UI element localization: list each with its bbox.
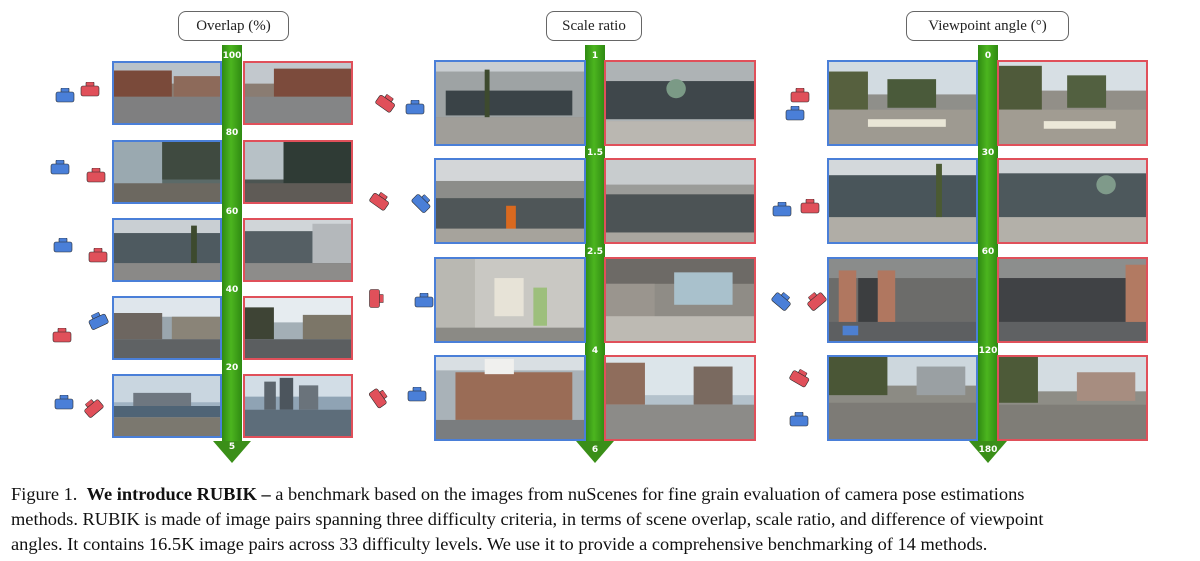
overlap-tick: 5 [228, 442, 236, 452]
caption-line-1-rest: a benchmark based on the images from nuS… [270, 484, 1025, 504]
overlap-arrow [222, 45, 242, 443]
figure-label: Figure 1. [11, 484, 78, 504]
query-image [112, 218, 222, 282]
reference-image [997, 257, 1148, 343]
viewpoint-tick: 30 [981, 148, 995, 158]
camera-red-icon [81, 395, 106, 419]
caption-bold-lead: We introduce RUBIK – [86, 484, 271, 504]
reference-image [604, 257, 756, 343]
reference-image [243, 61, 353, 125]
scale-ratio-title: Scale ratio [546, 11, 642, 41]
query-image [112, 140, 222, 204]
camera-blue-icon [414, 293, 434, 308]
query-image [827, 158, 978, 244]
camera-red-icon [368, 189, 393, 213]
figure-1: Overlap (%) Scale ratio Viewpoint angle … [50, 11, 1148, 463]
camera-red-icon [800, 199, 820, 214]
reference-image [997, 158, 1148, 244]
viewpoint-arrow [978, 45, 998, 443]
query-image [112, 61, 222, 125]
camera-red-icon [804, 288, 829, 312]
camera-red-icon [80, 82, 100, 97]
camera-blue-icon [407, 387, 427, 402]
viewpoint-tick: 120 [978, 346, 998, 356]
reference-image [604, 355, 756, 441]
overlap-tick: 20 [225, 363, 239, 373]
reference-image [243, 140, 353, 204]
camera-red-icon [367, 385, 391, 410]
overlap-tick: 60 [225, 207, 239, 217]
caption-line-1: Figure 1. We introduce RUBIK – a benchma… [11, 482, 1193, 507]
camera-blue-icon [405, 100, 425, 115]
reference-image [997, 60, 1148, 146]
viewpoint-angle-title: Viewpoint angle (°) [906, 11, 1069, 41]
camera-red-icon [374, 91, 399, 115]
caption-line-2: methods. RUBIK is made of image pairs sp… [11, 509, 1044, 529]
scale-ratio-arrow [585, 45, 605, 443]
query-image [827, 355, 978, 441]
query-image [827, 60, 978, 146]
query-image [112, 296, 222, 360]
overlap-arrow-head [213, 441, 251, 463]
camera-blue-icon [789, 412, 809, 427]
overlap-title: Overlap (%) [178, 11, 289, 41]
camera-blue-icon [55, 88, 75, 103]
query-image [434, 158, 586, 244]
reference-image [604, 60, 756, 146]
caption-line-3: angles. It contains 16.5K image pairs ac… [11, 534, 988, 554]
viewpoint-arrow-head [969, 441, 1007, 463]
camera-blue-icon [86, 309, 110, 331]
camera-blue-icon [53, 238, 73, 253]
camera-blue-icon [770, 288, 795, 312]
overlap-tick: 80 [225, 128, 239, 138]
query-image [434, 355, 586, 441]
scale-ratio-tick: 2.5 [587, 247, 603, 257]
camera-blue-icon [410, 190, 435, 215]
reference-image [243, 296, 353, 360]
scale-ratio-tick: 1 [591, 51, 599, 61]
reference-image [243, 218, 353, 282]
camera-red-icon [88, 248, 108, 263]
scale-ratio-arrow-head [576, 441, 614, 463]
camera-blue-icon [772, 202, 792, 217]
scale-ratio-tick: 6 [591, 445, 599, 455]
scale-ratio-tick: 1.5 [587, 148, 603, 158]
scale-ratio-tick: 4 [591, 346, 599, 356]
camera-blue-icon [785, 106, 805, 121]
query-image [827, 257, 978, 343]
camera-red-icon [86, 168, 106, 183]
camera-red-icon [369, 289, 384, 309]
query-image [434, 60, 586, 146]
reference-image [604, 158, 756, 244]
camera-blue-icon [54, 395, 74, 410]
camera-red-icon [788, 366, 813, 389]
viewpoint-tick: 0 [984, 51, 992, 61]
camera-red-icon [790, 88, 810, 103]
figure-caption: Figure 1. We introduce RUBIK – a benchma… [11, 482, 1193, 557]
query-image [434, 257, 586, 343]
viewpoint-tick: 60 [981, 247, 995, 257]
overlap-tick: 100 [222, 51, 242, 61]
viewpoint-tick: 180 [978, 445, 998, 455]
camera-blue-icon [50, 160, 70, 175]
reference-image [997, 355, 1148, 441]
camera-red-icon [52, 328, 72, 343]
overlap-tick: 40 [225, 285, 239, 295]
query-image [112, 374, 222, 438]
reference-image [243, 374, 353, 438]
